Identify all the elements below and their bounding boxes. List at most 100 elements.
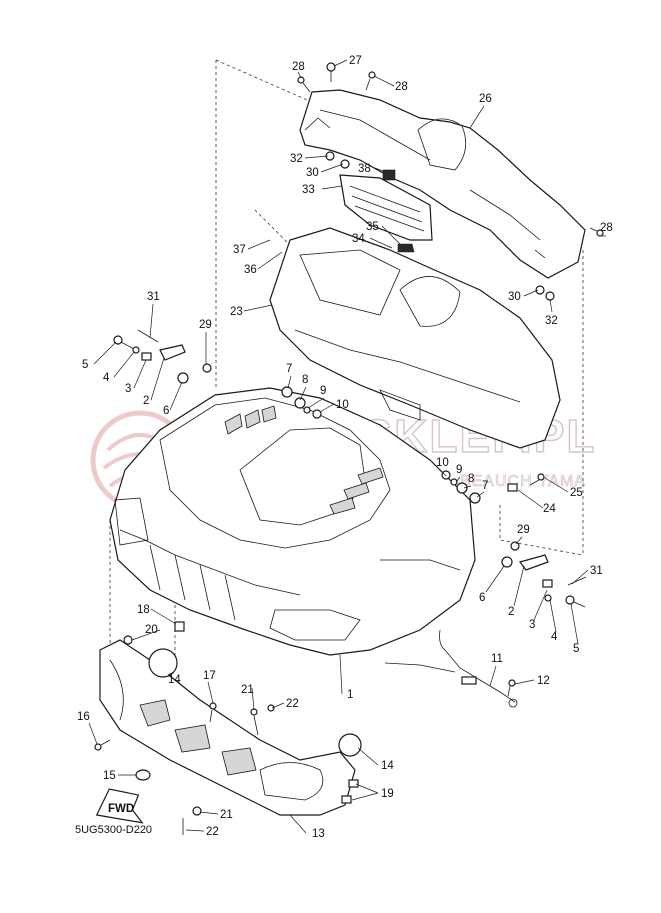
callout-6-left: 6 <box>163 405 169 417</box>
callout-17: 17 <box>203 670 216 682</box>
callout-21-lower: 21 <box>220 809 233 821</box>
callout-27: 27 <box>349 55 362 67</box>
leader-lines <box>88 59 606 834</box>
leader-line <box>297 71 302 79</box>
callout-11: 11 <box>491 653 503 665</box>
front-hood-1 <box>109 387 476 656</box>
callout-29-right: 29 <box>517 524 530 536</box>
callout-4-right: 4 <box>551 631 558 643</box>
leader-line <box>299 386 307 401</box>
callout-9-upper: 9 <box>320 385 326 397</box>
leader-line <box>150 357 165 401</box>
leader-line <box>247 239 271 250</box>
callout-20: 20 <box>145 624 158 636</box>
callout-5-right: 5 <box>573 643 579 655</box>
leader-line <box>369 237 393 249</box>
leader-line <box>333 59 348 67</box>
callout-3-left: 3 <box>125 383 131 395</box>
callout-28-top-right: 28 <box>395 81 408 93</box>
leader-line <box>517 489 544 509</box>
leader-line <box>243 304 273 312</box>
callout-6-right: 6 <box>479 592 485 604</box>
callout-14-upper: 14 <box>168 674 181 686</box>
leader-line <box>381 225 401 245</box>
callout-37: 37 <box>233 244 246 256</box>
callout-18: 18 <box>137 604 150 616</box>
top-cover-26 <box>299 89 586 279</box>
callout-30-upper: 30 <box>306 167 319 179</box>
leader-line <box>307 397 325 409</box>
callout-1: 1 <box>347 689 353 701</box>
callout-28-top-left: 28 <box>292 61 305 73</box>
clip-38-shape <box>382 169 396 181</box>
callout-35: 35 <box>366 221 379 233</box>
callout-33: 33 <box>302 184 315 196</box>
leader-line <box>257 251 283 270</box>
plug-15-shape <box>135 769 151 781</box>
callout-10-lower: 10 <box>436 457 449 469</box>
callout-2-left: 2 <box>143 395 149 407</box>
leader-line <box>199 811 219 815</box>
callout-7-lower: 7 <box>482 480 488 492</box>
diagram-code: 5UG5300-D220 <box>75 824 152 836</box>
leader-line <box>150 608 177 625</box>
fwd-arrow: FWD <box>95 788 144 824</box>
leader-line <box>93 341 117 365</box>
callout-29-left: 29 <box>199 319 212 331</box>
leader-line <box>469 105 485 129</box>
callout-25: 25 <box>570 487 583 499</box>
leader-line <box>355 783 379 794</box>
leader-line <box>485 565 505 593</box>
callout-22-lower: 22 <box>206 826 219 838</box>
callout-15: 15 <box>103 770 116 782</box>
dash-panel-23 <box>269 227 561 449</box>
callout-32-upper: 32 <box>290 153 303 165</box>
vent-panel-33 <box>339 169 433 241</box>
leader-line <box>374 167 386 173</box>
callout-16: 16 <box>77 711 90 723</box>
callout-13: 13 <box>312 828 325 840</box>
cap-14-lower-shape <box>338 733 362 757</box>
leader-line <box>271 702 285 709</box>
callout-14-lower: 14 <box>381 760 394 772</box>
leader-line <box>339 654 343 695</box>
leader-line <box>319 403 335 413</box>
leader-line <box>515 536 523 545</box>
leader-line <box>351 792 379 801</box>
cap-14-upper-shape <box>148 648 178 678</box>
leader-line <box>287 375 292 389</box>
callout-8-lower: 8 <box>468 473 474 485</box>
leader-line <box>357 747 379 766</box>
leader-line <box>544 477 569 493</box>
callout-7-upper: 7 <box>286 363 292 375</box>
leader-line <box>439 469 447 477</box>
front-grille-13 <box>99 639 362 816</box>
leader-line <box>513 565 525 607</box>
leader-line <box>131 629 161 641</box>
leader-line <box>549 599 557 633</box>
leader-line <box>167 671 175 676</box>
callout-5-left: 5 <box>82 359 88 371</box>
callout-3-right: 3 <box>529 619 535 631</box>
leader-line <box>320 163 344 173</box>
leader-line <box>113 351 135 378</box>
leader-line <box>251 687 255 711</box>
callout-23: 23 <box>230 306 243 318</box>
callout-26: 26 <box>479 93 492 105</box>
leader-line <box>571 569 589 585</box>
callout-8-upper: 8 <box>302 374 308 386</box>
leader-line <box>373 75 395 87</box>
callout-36: 36 <box>244 264 257 276</box>
part-35-shape <box>397 243 415 253</box>
leader-line <box>321 185 343 190</box>
leader-line <box>207 681 214 704</box>
leader-line <box>149 303 154 339</box>
callout-21-upper: 21 <box>241 684 254 696</box>
callout-2-right: 2 <box>508 606 514 618</box>
callout-10-upper: 10 <box>336 399 349 411</box>
leader-line <box>185 829 205 832</box>
part-callouts: 27 28 28 26 32 30 38 33 28 35 34 37 36 3… <box>77 55 613 840</box>
leader-line <box>169 381 183 411</box>
leader-line <box>463 485 472 489</box>
